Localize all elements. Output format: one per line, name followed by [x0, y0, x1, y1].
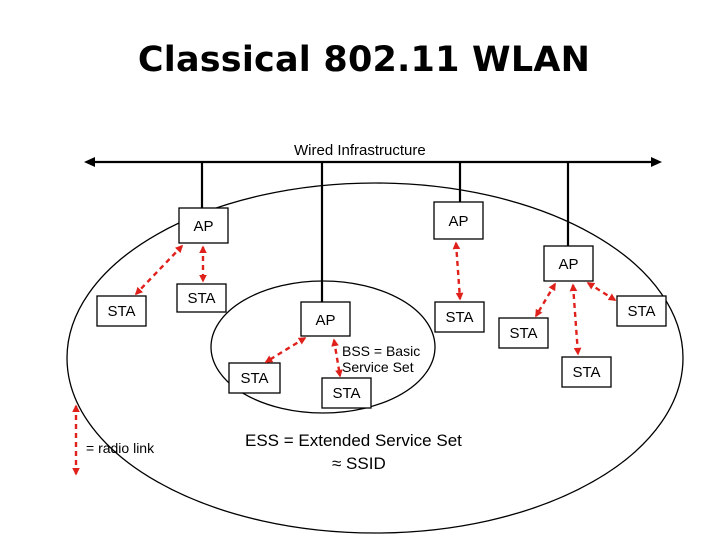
radio-link-ap3-sta3 — [452, 241, 464, 301]
access-point-4: AP — [543, 245, 594, 282]
radio-link-apbss-sta1 — [264, 336, 307, 364]
radio-link-apbss-sta2 — [331, 338, 343, 378]
access-point-bss: AP — [300, 301, 351, 337]
station-4: STA — [498, 317, 549, 349]
svg-text:STA: STA — [445, 309, 473, 326]
ess-label-line2: ≈ SSID — [332, 454, 386, 473]
radio-link-ap4-sta4 — [534, 282, 557, 318]
bss-label-line1: BSS = Basic — [342, 343, 420, 359]
svg-text:AP: AP — [315, 312, 335, 329]
svg-text:STA: STA — [627, 303, 655, 320]
access-point-3: AP — [433, 201, 484, 240]
svg-text:AP: AP — [558, 256, 578, 273]
backbone-arrow-left — [84, 157, 95, 167]
svg-text:STA: STA — [240, 370, 268, 387]
station-5: STA — [616, 295, 667, 327]
radio-link-ap4-sta6 — [569, 283, 582, 356]
station-3: STA — [434, 301, 485, 333]
station-bss-2: STA — [321, 377, 372, 409]
radio-link-ap4-sta5 — [586, 281, 617, 302]
legend-radio-link-label: = radio link — [86, 440, 155, 456]
station-1: STA — [96, 295, 147, 327]
svg-text:STA: STA — [332, 385, 360, 402]
radio-link-ap1-sta1 — [134, 244, 184, 296]
station-2: STA — [176, 283, 227, 313]
backbone-arrow-right — [651, 157, 662, 167]
wired-infrastructure-label: Wired Infrastructure — [294, 142, 426, 159]
station-6: STA — [561, 356, 612, 388]
svg-text:STA: STA — [187, 290, 215, 307]
svg-text:AP: AP — [448, 213, 468, 230]
station-bss-1: STA — [228, 362, 281, 394]
svg-text:STA: STA — [509, 325, 537, 342]
access-point-1: AP — [178, 207, 229, 244]
slide-title: Classical 802.11 WLAN — [137, 40, 591, 80]
svg-text:STA: STA — [107, 303, 135, 320]
ess-ellipse — [66, 182, 684, 534]
svg-text:AP: AP — [193, 218, 213, 235]
svg-text:STA: STA — [572, 364, 600, 381]
bss-label-line2: Service Set — [342, 359, 414, 375]
ess-label-line1: ESS = Extended Service Set — [245, 431, 462, 450]
